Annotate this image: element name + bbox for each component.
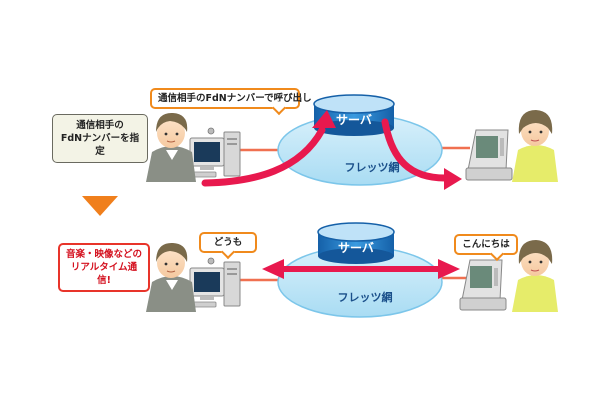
realtime-note: 音楽・映像などの リアルタイム通信! <box>58 243 150 292</box>
call-arrow-down-head <box>444 168 462 190</box>
woman-avatar-icon <box>512 110 558 182</box>
step-arrow-icon <box>82 196 118 216</box>
top-panel: フレッツ網 サーバ <box>146 94 558 190</box>
server-label: サーバ <box>336 113 372 127</box>
call-arrow-down <box>381 118 449 182</box>
network-label: フレッツ網 <box>338 290 393 304</box>
server-label: サーバ <box>338 241 374 255</box>
right-speech-bubble: こんにちは <box>454 234 518 255</box>
desktop-computer-icon <box>185 257 241 308</box>
network-label: フレッツ網 <box>345 160 400 174</box>
realtime-arrow-right-head <box>438 259 460 279</box>
video-phone-icon <box>465 129 513 181</box>
desktop-computer-icon <box>185 127 241 178</box>
server-icon: サーバ <box>317 222 395 264</box>
call-arrow-up <box>201 126 326 187</box>
realtime-arrow-left-head <box>262 259 284 279</box>
call-speech-bubble: 通信相手のFdNナンバーで呼び出し <box>150 88 312 109</box>
caller-note: 通信相手の FdNナンバーを指定 <box>52 114 148 163</box>
man-avatar-icon <box>146 242 196 312</box>
bottom-panel: フレッツ網 サーバ <box>146 222 558 318</box>
woman-avatar-icon <box>512 240 558 312</box>
call-arrow-up-head <box>312 110 336 128</box>
video-phone-icon <box>459 259 507 311</box>
left-speech-bubble: どうも <box>199 232 257 253</box>
man-avatar-icon <box>146 112 196 182</box>
